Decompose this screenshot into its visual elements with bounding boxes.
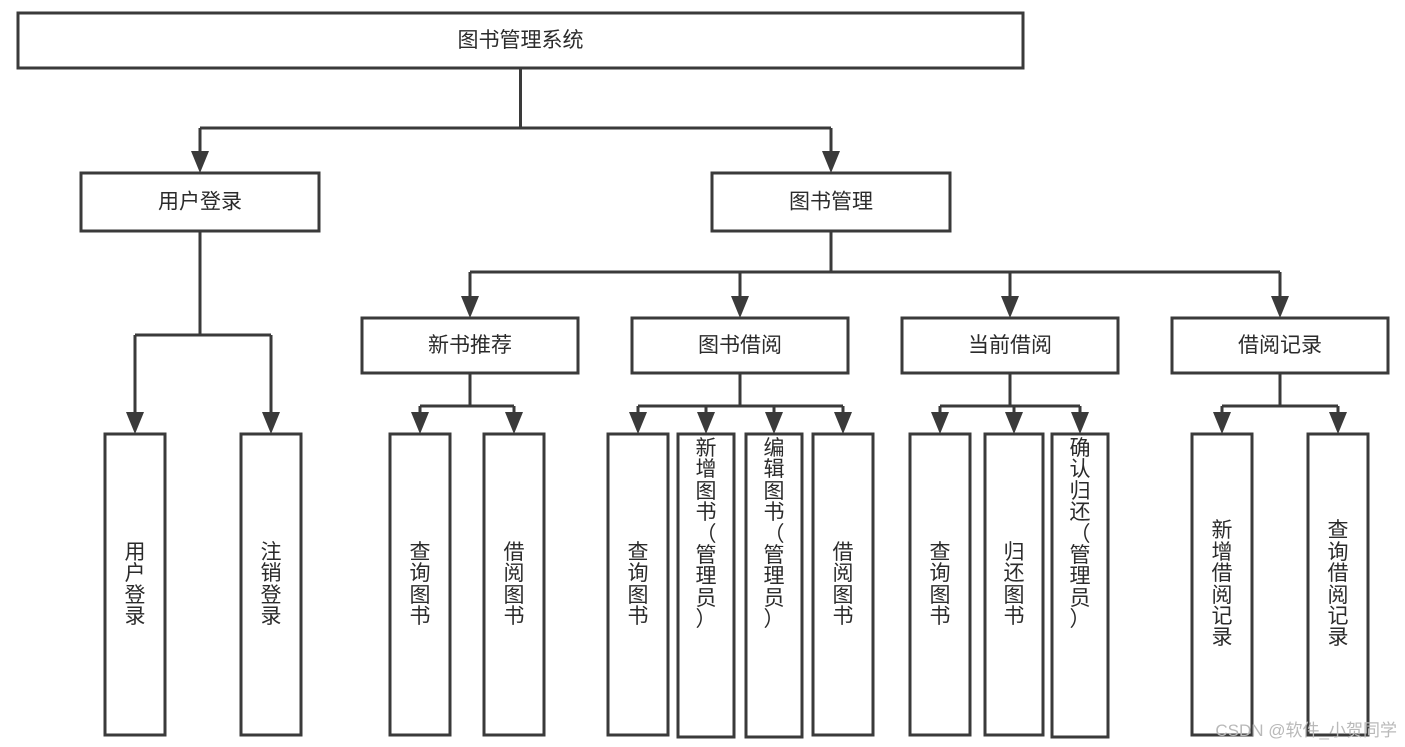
boxes-layer (16, 11, 1390, 739)
arrow-head-leaf-return-book (1005, 412, 1023, 434)
arrow-head-leaf-borrow-book-2 (834, 412, 852, 434)
edges-layer (126, 68, 1347, 434)
node-box-leaf-query-book-2[interactable] (606, 432, 670, 737)
node-box-leaf-edit-book[interactable] (744, 432, 804, 739)
node-box-leaf-query-book-1[interactable] (388, 432, 452, 737)
node-box-book-borrow[interactable] (630, 316, 850, 375)
arrow-head-leaf-borrow-book-1 (505, 412, 523, 434)
arrow-head-leaf-query-book-3 (931, 412, 949, 434)
node-box-leaf-borrow-book-1[interactable] (482, 432, 546, 737)
node-label-user-login: 用户登录 (158, 191, 242, 214)
arrow-head-leaf-logout (262, 412, 280, 434)
node-label-book-borrow: 图书借阅 (698, 334, 782, 357)
arrow-head-leaf-query-book-2 (629, 412, 647, 434)
arrow-head-leaf-query-book-1 (411, 412, 429, 434)
arrow-head-leaf-add-book (697, 412, 715, 434)
arrow-head-leaf-confirm-return (1071, 412, 1089, 434)
node-box-leaf-query-record[interactable] (1306, 432, 1370, 737)
node-box-borrow-record[interactable] (1170, 316, 1390, 375)
node-label-book-manage: 图书管理 (789, 191, 873, 214)
arrow-head-book-borrow (731, 296, 749, 318)
node-box-leaf-logout[interactable] (239, 432, 303, 737)
arrow-head-user-login (191, 151, 209, 173)
arrow-head-book-manage (822, 151, 840, 173)
node-box-new-book-rec[interactable] (360, 316, 580, 375)
node-box-leaf-confirm-return[interactable] (1050, 432, 1110, 739)
node-box-current-borrow[interactable] (900, 316, 1120, 375)
node-box-user-login[interactable] (79, 171, 321, 233)
node-box-leaf-query-book-3[interactable] (908, 432, 972, 737)
arrow-head-new-book-rec (461, 296, 479, 318)
arrow-head-leaf-add-record (1213, 412, 1231, 434)
node-label-current-borrow: 当前借阅 (968, 334, 1052, 357)
arrow-head-leaf-query-record (1329, 412, 1347, 434)
node-box-leaf-borrow-book-2[interactable] (811, 432, 875, 737)
node-box-leaf-return-book[interactable] (983, 432, 1045, 737)
node-box-leaf-user-login[interactable] (103, 432, 167, 737)
arrow-head-current-borrow (1001, 296, 1019, 318)
node-box-leaf-add-record[interactable] (1190, 432, 1254, 737)
node-box-book-manage[interactable] (710, 171, 952, 233)
node-label-root: 图书管理系统 (458, 29, 584, 52)
node-label-new-book-rec: 新书推荐 (428, 334, 512, 357)
node-box-root[interactable] (16, 11, 1025, 70)
arrow-head-leaf-user-login (126, 412, 144, 434)
arrow-head-borrow-record (1271, 296, 1289, 318)
node-label-borrow-record: 借阅记录 (1238, 334, 1322, 357)
node-box-leaf-add-book[interactable] (676, 432, 736, 739)
arrow-head-leaf-edit-book (765, 412, 783, 434)
